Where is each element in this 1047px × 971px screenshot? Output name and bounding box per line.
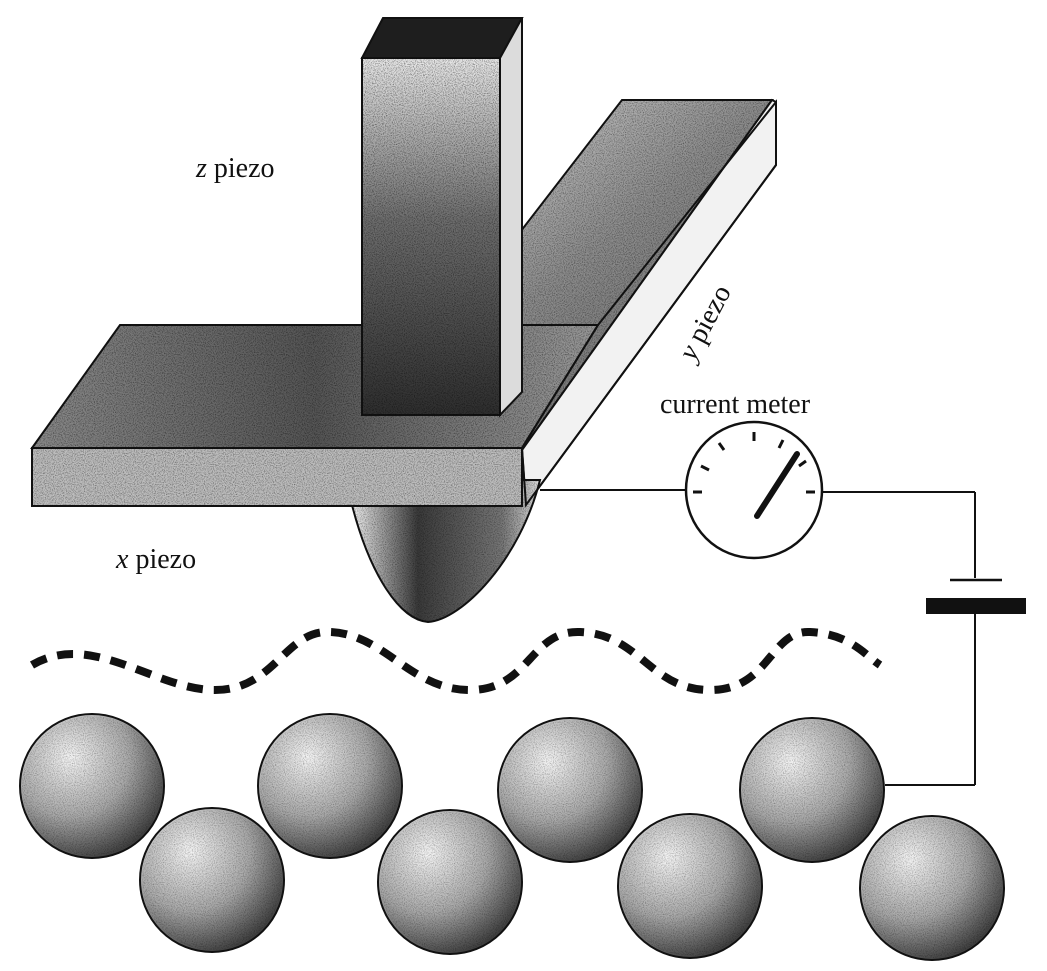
z-piezo-label: z piezo [195, 153, 275, 184]
scanning-tip [351, 479, 542, 624]
meter-tick-marks [693, 432, 815, 494]
x-piezo-block [30, 324, 600, 507]
circuit-wires [540, 489, 976, 786]
meter-needle [754, 451, 800, 519]
atom-texture [22, 716, 1002, 958]
z-piezo-block [360, 17, 524, 418]
current-meter-label: current meter [660, 389, 811, 420]
y-piezo-edge [520, 99, 777, 508]
current-meter [684, 420, 824, 560]
x-piezo-label: x piezo [115, 544, 196, 575]
battery [926, 578, 1026, 614]
tip-trajectory-dashed [29, 627, 883, 695]
